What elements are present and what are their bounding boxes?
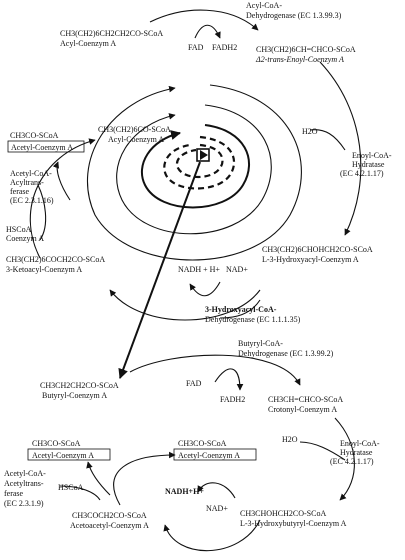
center-acyl-formula: CH3(CH2)6CO-SCoA: [98, 125, 171, 134]
lower-arrow-hydroxybutyryl-to-acetoacetyl: [163, 519, 261, 552]
lower-acetyl-right-box: [173, 448, 257, 461]
hscoa-l2: Coenzym A: [6, 234, 44, 243]
hscoa-branch: [37, 184, 47, 241]
enoyl-name: Δ2-trans-Enoyl-Coenzym A: [255, 55, 344, 64]
enz4-l1: Acetyl-CoA-: [10, 169, 52, 178]
lower-acetyl-right-formula: CH3CO-SCoA: [178, 439, 227, 448]
cycle-arrow-hydroxy-to-keto: [109, 289, 261, 321]
acetyl-name: Acetyl-Coenzym A: [11, 143, 73, 152]
nadh-label: NADH + H+: [178, 265, 220, 274]
hydroxybutyryl-name: L-3-Hydroxybutyryl-Coenzym A: [240, 519, 347, 528]
lower-enz4-l2: Acetyltrans-: [4, 479, 44, 488]
lower-enz4-l4: (EC 2.3.1.9): [4, 499, 44, 508]
enz2-l2: Hydratase: [352, 160, 385, 169]
lower-enz1-l2: Dehydrogenase (EC 1.3.99.2): [238, 349, 334, 358]
spiral-ring-5: [175, 143, 224, 179]
enz4-l3: ferase: [10, 187, 30, 196]
butyryl-formula: CH3CH2CH2CO-SCoA: [40, 381, 119, 390]
lower-h2o-branch: [299, 441, 346, 461]
spiral-ring-1: [86, 84, 302, 261]
lower-acetyl-left-formula: CH3CO-SCoA: [32, 439, 81, 448]
lower-enz4-l1: Acetyl-CoA-: [4, 469, 46, 478]
nad-label: NAD+: [226, 265, 248, 274]
cycle-arrow-enoyl-to-hydroxy: [319, 61, 362, 236]
acetyl-formula: CH3CO-SCoA: [10, 131, 59, 140]
lower-enz1-l1: Butyryl-CoA-: [238, 339, 283, 348]
nad-branch: [189, 281, 221, 297]
acetyl-release-arrow: [52, 161, 71, 201]
lower-enz2-l3: (EC 4.2.1.17): [330, 457, 374, 466]
enz2-l3: (EC 4.2.1.17): [340, 169, 384, 178]
spiral-ring-3: [140, 124, 251, 209]
start-acyl-name: Acyl-Coenzym A: [60, 39, 116, 48]
enz1-l1: Acyl-CoA-: [246, 1, 282, 10]
lower-nadh-label: NADH+H+: [165, 487, 204, 496]
lower-hscoa-label: HSCoA: [58, 483, 84, 492]
lower-enz2-l1: Enoyl-CoA-: [340, 439, 380, 448]
lower-hscoa-branch: [59, 485, 101, 501]
lower-acetyl-left-box: [27, 448, 111, 461]
h2o-branch: [309, 129, 346, 151]
spiral-ring-2: [116, 104, 272, 235]
lower-arrow-crotonyl-to-hydroxybutyryl: [334, 417, 355, 501]
center-acyl-name: Acyl-Coenzym A: [108, 135, 164, 144]
spiral-center-arrow: [200, 150, 208, 160]
lower-fadh2-label: FADH2: [220, 395, 245, 404]
hydroxy-formula: CH3(CH2)6CHOHCH2CO-SCoA: [262, 245, 373, 254]
lower-nad-label: NAD+: [206, 504, 228, 513]
acetoacetyl-formula: CH3COCH2CO-SCoA: [72, 511, 147, 520]
nad-to-dehydrogenase-line: [219, 299, 261, 319]
hydroxy-name: L-3-Hydroxyacyl-Coenzym A: [262, 255, 359, 264]
acetyl-name-box: [7, 140, 85, 153]
lower-arrow-butyryl-to-crotonyl: [129, 354, 301, 386]
crotonyl-formula: CH3CH=CHCO-SCoA: [268, 395, 343, 404]
acetoacetyl-name: Acetoacetyl-Coenzym A: [70, 521, 149, 530]
lower-fad-label: FAD: [186, 379, 202, 388]
enz4-l4: (EC 2.3.1.16): [10, 196, 54, 205]
spiral-to-butyryl-arrow: [118, 161, 201, 379]
lower-fad-branch: [214, 368, 244, 391]
spiral-center-box: [196, 148, 210, 162]
cycle-arrow-start-to-enoyl: [149, 9, 259, 31]
lower-enz2-l2: Hydratase: [340, 448, 373, 457]
enz3-l2: Dehydrogenase (EC 1.1.1.35): [205, 315, 301, 324]
lower-acetyl-right-name: Acetyl-Coenzym A: [178, 451, 240, 460]
lower-arrow-to-acetyl-left: [86, 461, 111, 496]
hydroxybutyryl-formula: CH3CHOHCH2CO-SCoA: [240, 509, 326, 518]
crotonyl-name: Crotonyl-Coenzym A: [268, 405, 337, 414]
h2o-label: H2O: [302, 127, 318, 136]
enz3-l1: 3-Hydroxyacyl-CoA-: [205, 305, 277, 314]
fad-branch: [194, 24, 221, 39]
cycle-arrow-keto-to-center: [29, 138, 96, 259]
ketoacyl-name: 3-Ketoacyl-Coenzym A: [6, 265, 82, 274]
fad-label: FAD: [188, 43, 204, 52]
start-acyl-formula: CH3(CH2)6CH2CH2CO-SCoA: [60, 29, 163, 38]
lower-arrow-acetoacetyl-to-acetyl-right: [113, 451, 176, 506]
ketoacyl-formula: CH3(CH2)6COCH2CO-SCoA: [6, 255, 105, 264]
lower-nad-branch: [197, 482, 236, 499]
spiral-ring-4: [163, 135, 236, 190]
fadh2-label: FADH2: [212, 43, 237, 52]
enoyl-formula: CH3(CH2)6CH=CHCO-SCoA: [256, 45, 356, 54]
enz4-l2: Acyltrans-: [10, 178, 44, 187]
butyryl-name: Butyryl-Coenzym A: [42, 391, 107, 400]
hscoa-l1: HSCoA: [6, 225, 32, 234]
enz2-l1: Enoyl-CoA-: [352, 151, 392, 160]
lower-acetyl-left-name: Acetyl-Coenzym A: [32, 451, 94, 460]
lower-h2o-label: H2O: [282, 435, 298, 444]
lower-enz4-l3: ferase: [4, 489, 24, 498]
enz1-l2: Dehydrogenase (EC 1.3.99.3): [246, 11, 342, 20]
